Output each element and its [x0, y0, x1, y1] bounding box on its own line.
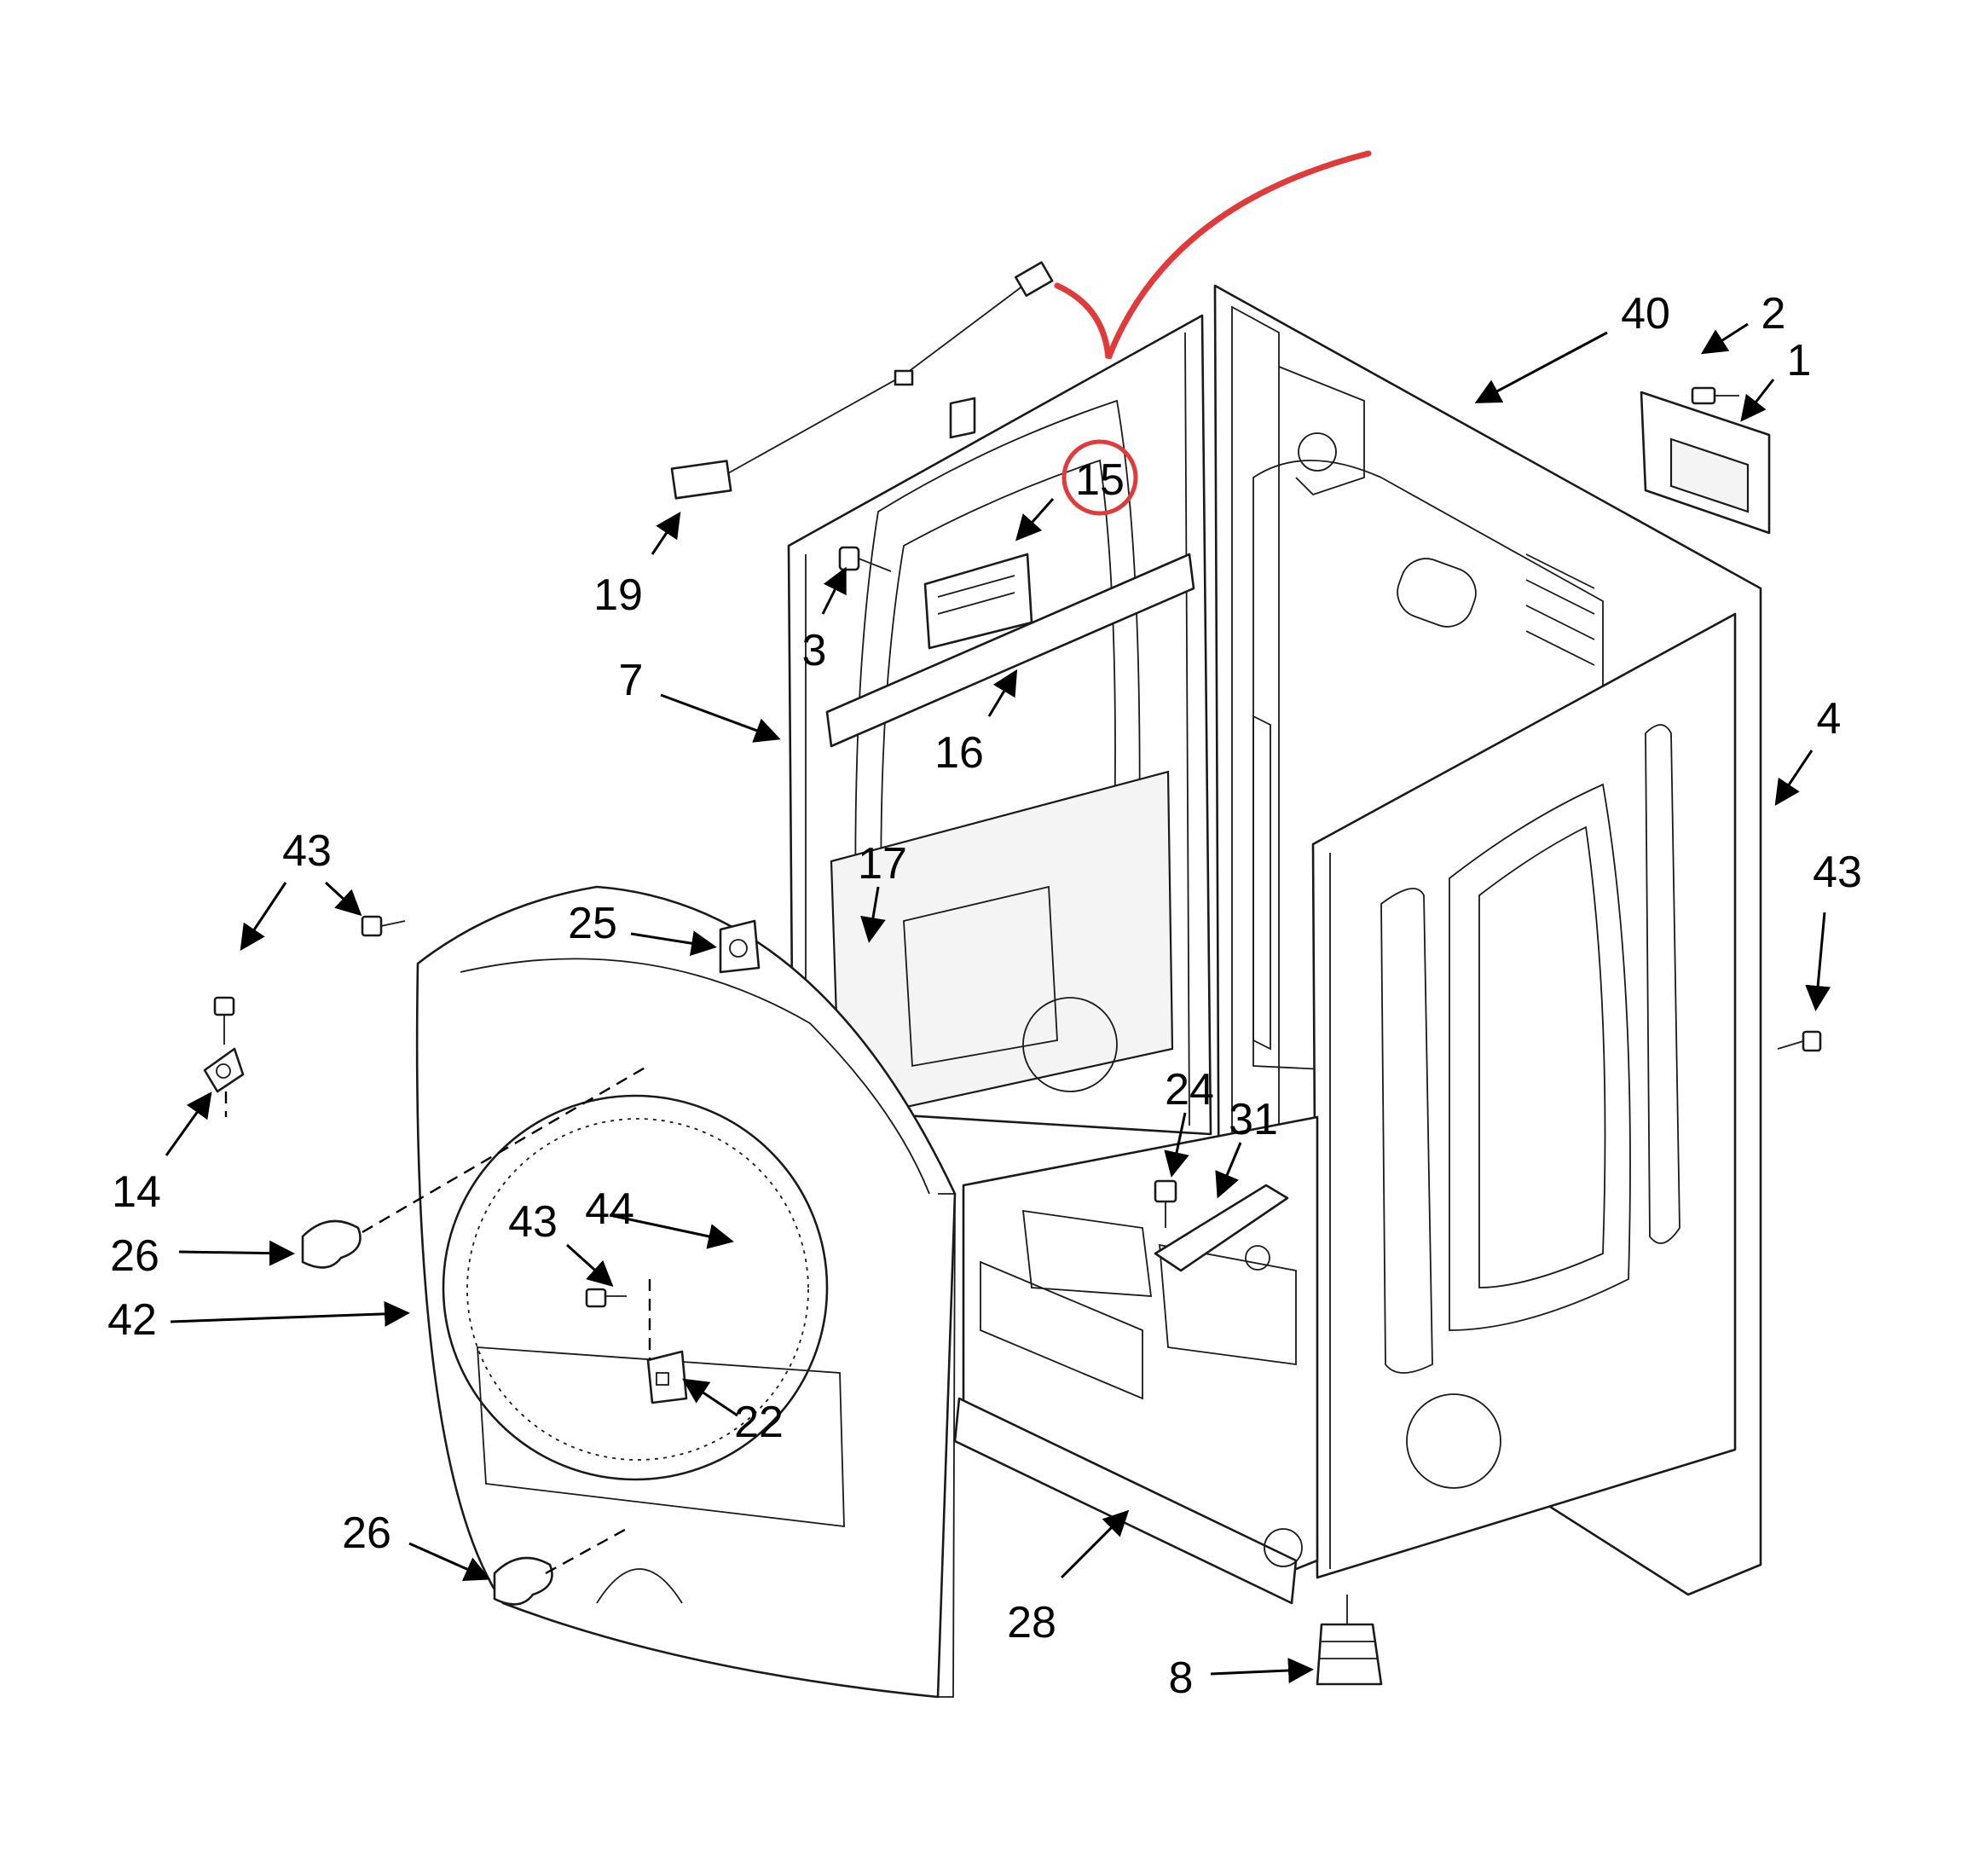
highlight-arrow — [1054, 150, 1372, 360]
callout-3: 3 — [802, 626, 827, 675]
foot-8 — [1316, 1595, 1383, 1686]
screw-43-top — [361, 915, 406, 937]
screw-3 — [838, 546, 892, 572]
callout-43-front: 43 — [508, 1197, 558, 1247]
screw-24 — [1154, 1179, 1177, 1228]
callout-17: 17 — [858, 839, 907, 889]
leader-lines — [165, 322, 1831, 1684]
callout-22: 22 — [734, 1398, 784, 1447]
control-bracket — [825, 553, 1195, 748]
callout-labels: 1 2 3 4 7 8 14 15 16 17 19 22 24 25 26 2… — [107, 289, 1862, 1703]
callout-28: 28 — [1007, 1598, 1056, 1647]
callout-26-upper: 26 — [110, 1231, 159, 1281]
callout-19: 19 — [593, 570, 643, 620]
screw-43-front — [585, 1288, 627, 1308]
callout-1: 1 — [1787, 336, 1812, 385]
callout-2: 2 — [1761, 289, 1786, 339]
callout-43-right: 43 — [1813, 848, 1862, 897]
highlight-annotation — [1054, 150, 1372, 516]
bracket-31 — [1154, 1184, 1289, 1272]
callout-4: 4 — [1817, 694, 1842, 744]
highlight-circle — [1061, 439, 1138, 516]
callout-40: 40 — [1621, 289, 1670, 339]
alignment-lines — [224, 1064, 651, 1575]
control-board — [923, 397, 1033, 650]
screw-43-left — [213, 996, 235, 1045]
callout-16: 16 — [934, 728, 984, 778]
callout-15: 15 — [1075, 455, 1125, 505]
callout-14: 14 — [112, 1167, 161, 1217]
callout-31: 31 — [1229, 1095, 1278, 1144]
callout-42: 42 — [107, 1295, 157, 1345]
callout-25: 25 — [568, 899, 617, 948]
wire-harness — [670, 261, 1054, 500]
hinge-26-lower — [493, 1556, 553, 1606]
front-panel — [415, 885, 957, 1699]
callout-26-lower: 26 — [342, 1508, 391, 1558]
screw-43-right — [1777, 1030, 1822, 1052]
clamp-14 — [203, 1047, 245, 1093]
callout-8: 8 — [1169, 1653, 1194, 1703]
hinge-26-upper — [301, 1219, 362, 1269]
side-panel — [1311, 612, 1737, 1579]
callout-7: 7 — [619, 656, 644, 705]
callout-43-left: 43 — [282, 826, 332, 876]
clip-25 — [719, 919, 761, 974]
latch-22 — [646, 1350, 688, 1404]
callout-24: 24 — [1165, 1065, 1214, 1115]
callout-44: 44 — [585, 1184, 634, 1234]
screw-2 — [1691, 386, 1739, 405]
terminal-block — [1640, 391, 1771, 535]
